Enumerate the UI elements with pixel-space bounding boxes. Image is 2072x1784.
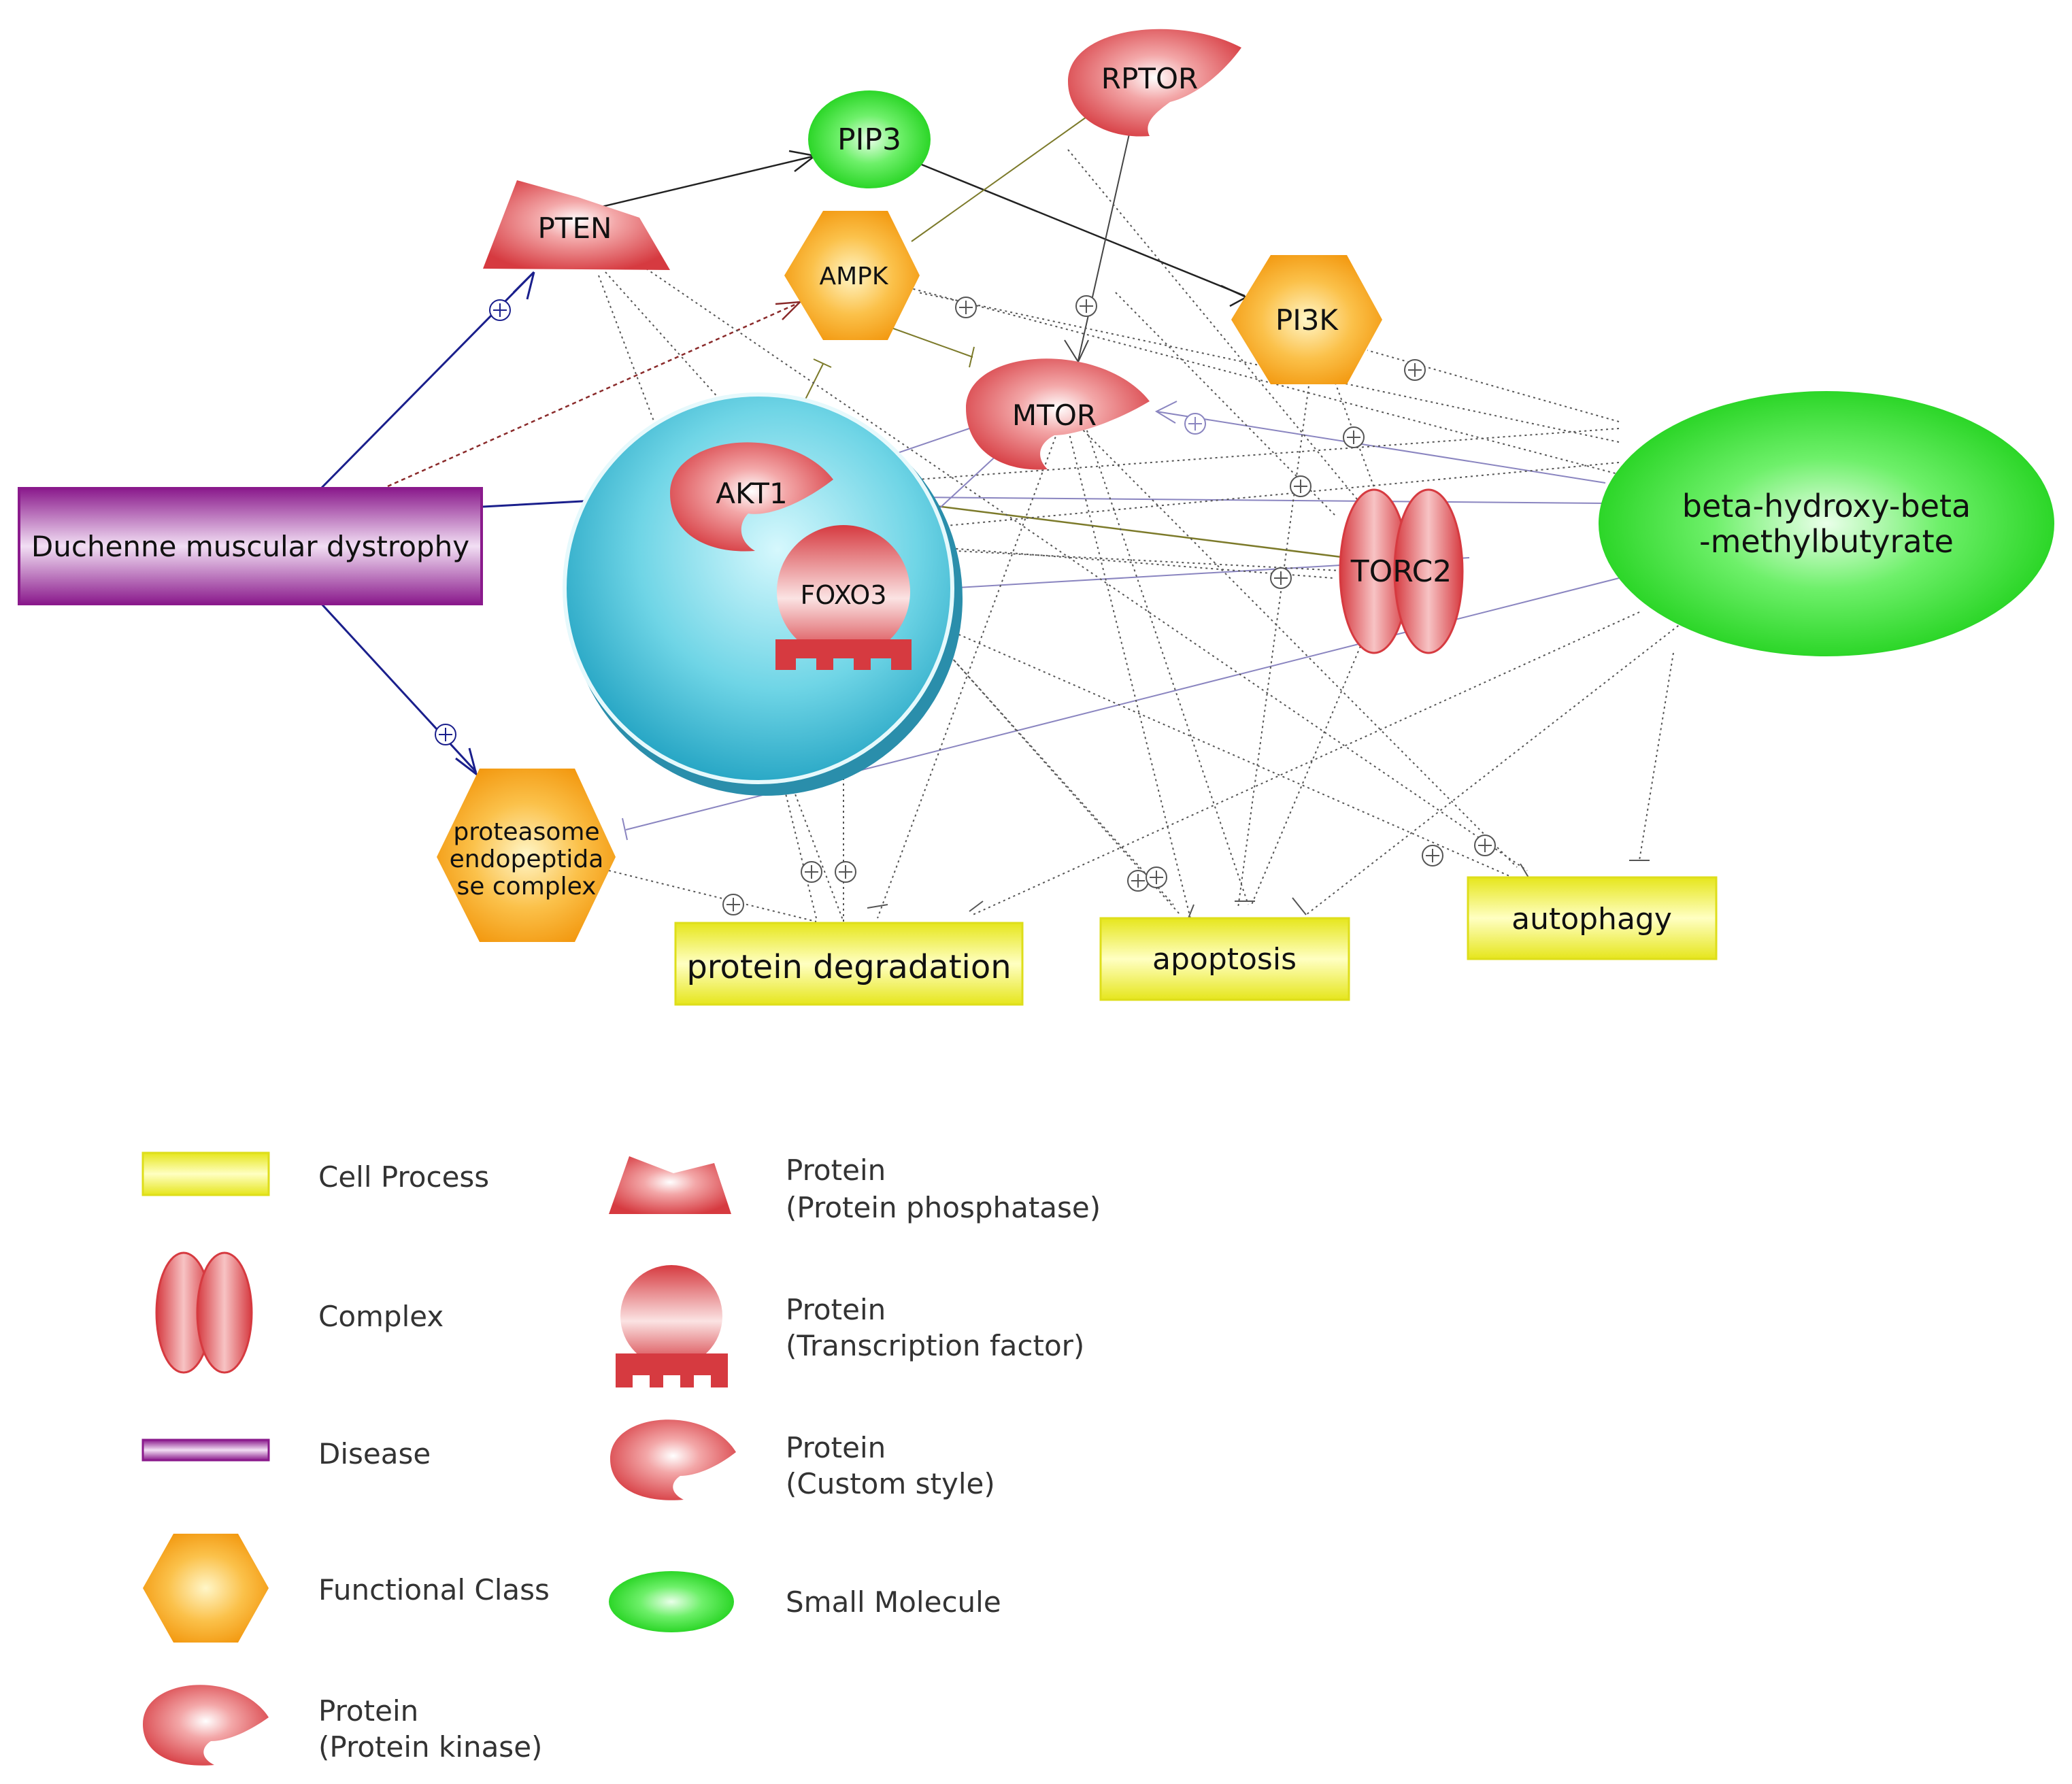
node-hmb[interactable]: beta-hydroxy-beta -methylbutyrate — [1599, 391, 2054, 656]
node-autophagy[interactable]: autophagy — [1467, 876, 1718, 960]
node-autophagy-label: autophagy — [1511, 902, 1672, 937]
legend: Cell Process Complex Disease Functional … — [141, 1151, 1101, 1766]
legend-custom-style-swatch — [610, 1419, 736, 1500]
legend-custom-style-label-2: (Custom style) — [786, 1467, 995, 1500]
legend-protein-phosphatase-label-1: Protein — [786, 1154, 886, 1187]
legend-transcription-factor-label-2: (Transcription factor) — [786, 1329, 1084, 1362]
edge-dmd-proteasome — [318, 601, 478, 773]
node-hmb-label-line1: beta-hydroxy-beta — [1682, 488, 1971, 524]
edge-rptor-mtor — [1077, 118, 1133, 361]
node-pi3k-label: PI3K — [1275, 303, 1339, 337]
legend-protein-kinase-label-2: (Protein kinase) — [318, 1730, 542, 1764]
edge-dmd-ampk — [387, 301, 800, 488]
node-foxo3-label: FOXO3 — [800, 580, 886, 610]
edge-pip3-pi3k — [918, 162, 1246, 297]
legend-protein-phosphatase-label-2: (Protein phosphatase) — [786, 1191, 1101, 1224]
legend-cell-process-label: Cell Process — [318, 1160, 489, 1194]
legend-disease-label: Disease — [318, 1437, 431, 1470]
legend-custom-style-label-1: Protein — [786, 1431, 886, 1464]
legend-complex-label: Complex — [318, 1300, 444, 1333]
node-pip3-label: PIP3 — [837, 122, 901, 157]
legend-cell-process-swatch — [141, 1151, 270, 1196]
node-proteasome-label-line1: proteasome — [453, 818, 599, 846]
node-apoptosis[interactable]: apoptosis — [1099, 917, 1350, 1001]
legend-small-molecule-label: Small Molecule — [786, 1585, 1001, 1619]
node-ampk-label: AMPK — [819, 263, 888, 290]
legend-functional-class-swatch — [143, 1534, 269, 1643]
node-proteasome[interactable]: proteasome endopeptida se complex — [437, 769, 616, 942]
legend-complex-swatch — [155, 1251, 253, 1374]
node-mtor[interactable]: MTOR — [966, 358, 1150, 470]
node-apoptosis-label: apoptosis — [1152, 942, 1297, 977]
node-akt1-label: AKT1 — [716, 477, 787, 510]
node-pten-label: PTEN — [538, 212, 612, 245]
node-akt1[interactable]: AKT1 — [670, 442, 833, 552]
node-foxo3[interactable]: FOXO3 — [775, 525, 912, 670]
edge-pten-pip3 — [598, 155, 814, 209]
node-torc2[interactable]: TORC2 — [1339, 488, 1464, 654]
legend-disease-swatch — [141, 1438, 270, 1462]
node-rptor[interactable]: RPTOR — [1068, 29, 1241, 137]
node-pten[interactable]: PTEN — [483, 180, 670, 270]
legend-protein-kinase-label-1: Protein — [318, 1694, 418, 1728]
node-hmb-label-line2: -methylbutyrate — [1699, 523, 1954, 560]
legend-protein-phosphatase-swatch — [609, 1156, 731, 1214]
node-torc2-label: TORC2 — [1350, 554, 1452, 589]
legend-protein-kinase-swatch — [143, 1685, 269, 1766]
node-proteasome-label-line2: endopeptida — [450, 845, 604, 873]
nucleus-compartment — [563, 392, 963, 796]
node-mtor-label: MTOR — [1012, 399, 1097, 432]
node-proteasome-label-line3: se complex — [457, 873, 597, 901]
node-protein-degradation[interactable]: protein degradation — [674, 922, 1024, 1006]
legend-functional-class-label: Functional Class — [318, 1573, 550, 1606]
node-ampk[interactable]: AMPK — [784, 211, 920, 340]
node-dmd-label: Duchenne muscular dystrophy — [31, 530, 469, 563]
node-dmd[interactable]: Duchenne muscular dystrophy — [18, 487, 483, 605]
legend-transcription-factor-label-1: Protein — [786, 1293, 886, 1326]
node-pip3[interactable]: PIP3 — [808, 90, 931, 188]
node-protein-degradation-label: protein degradation — [686, 948, 1011, 986]
node-pi3k[interactable]: PI3K — [1231, 255, 1382, 384]
legend-small-molecule-swatch — [609, 1571, 734, 1632]
node-rptor-label: RPTOR — [1101, 62, 1198, 95]
legend-transcription-factor-swatch — [616, 1265, 728, 1387]
